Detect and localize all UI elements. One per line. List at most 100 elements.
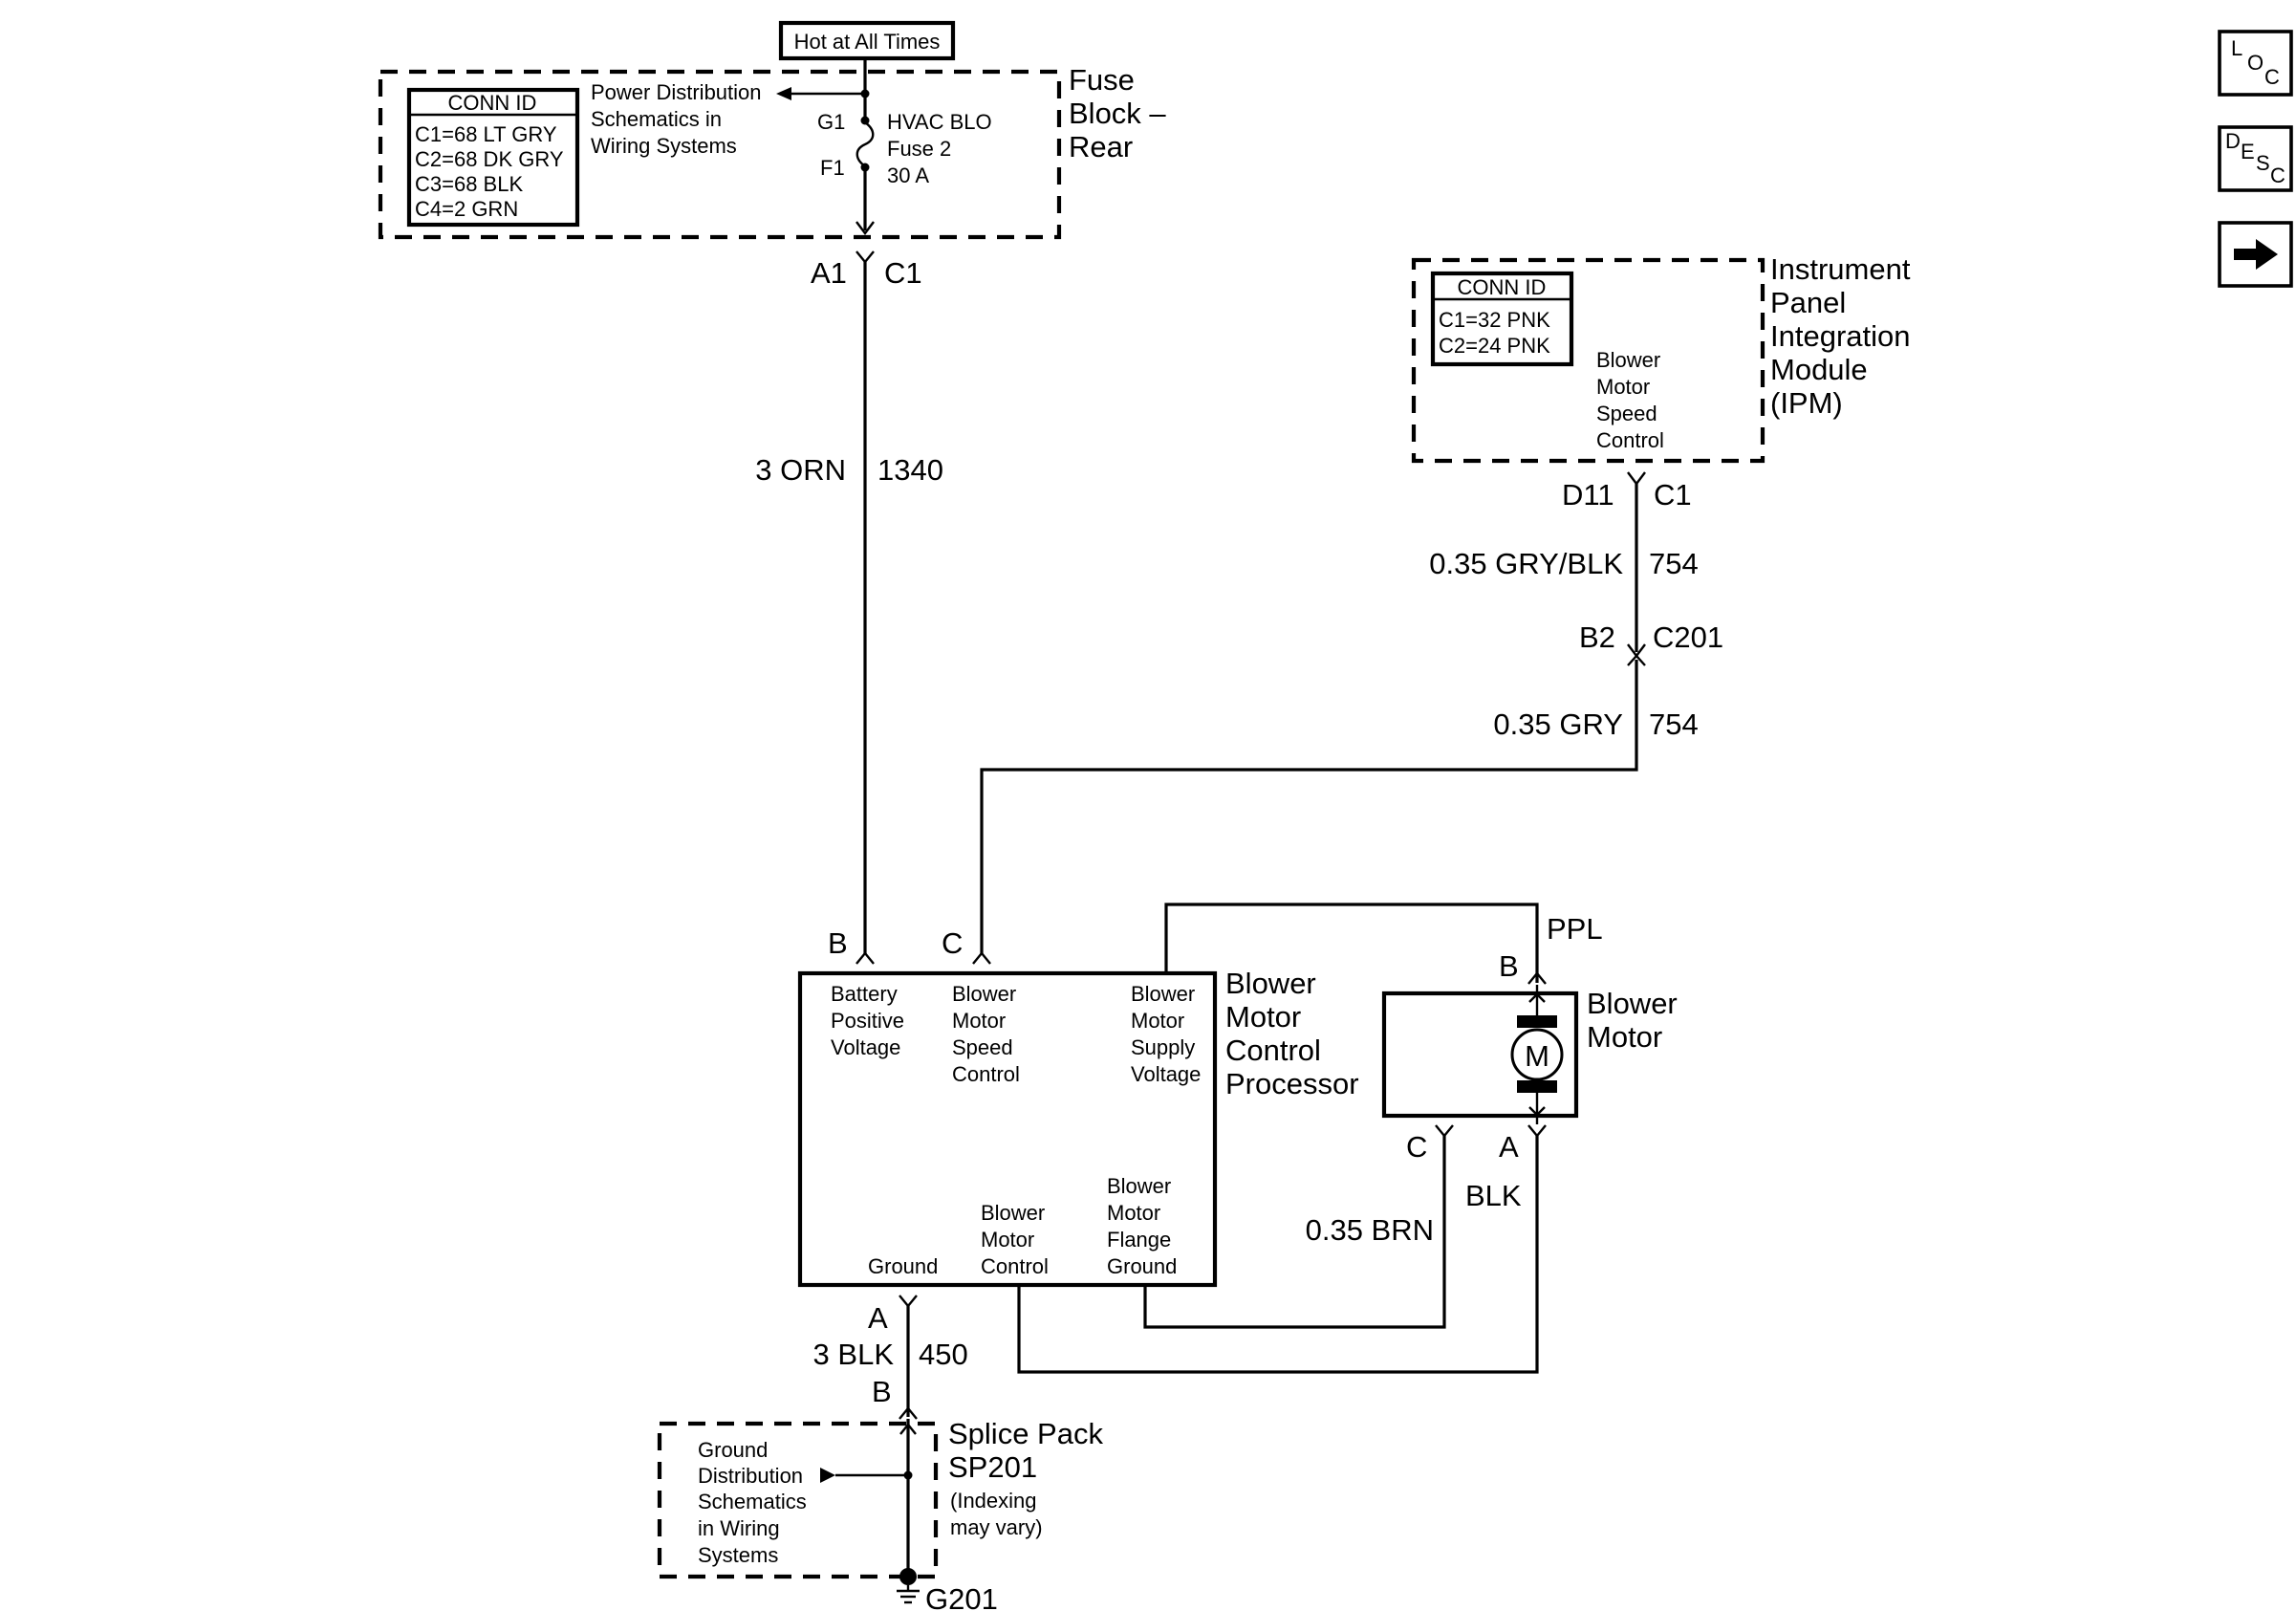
svg-text:C1=32 PNK: C1=32 PNK bbox=[1439, 308, 1550, 332]
svg-text:754: 754 bbox=[1649, 708, 1699, 741]
svg-text:Instrument: Instrument bbox=[1770, 252, 1911, 286]
desc-button[interactable]: D E S C bbox=[2218, 125, 2293, 192]
fuse-icon bbox=[856, 121, 875, 167]
svg-text:G201: G201 bbox=[925, 1582, 998, 1611]
svg-text:Voltage: Voltage bbox=[1131, 1062, 1201, 1086]
svg-text:Systems: Systems bbox=[698, 1543, 778, 1567]
ipm-title: Instrument Panel Integration Module (IPM… bbox=[1770, 252, 1911, 420]
svg-text:Battery: Battery bbox=[831, 982, 898, 1006]
wire-ppl: PPL bbox=[1164, 903, 1603, 983]
svg-text:Ground: Ground bbox=[868, 1254, 938, 1278]
svg-text:Control: Control bbox=[981, 1254, 1049, 1278]
wire-035-gry-blk-754: 0.35 GRY/BLK 754 bbox=[1429, 484, 1699, 652]
svg-text:C1: C1 bbox=[884, 256, 922, 290]
arrow-left-icon bbox=[776, 87, 791, 100]
svg-text:E: E bbox=[2241, 140, 2255, 163]
wire-3-blk-450: 3 BLK 450 B bbox=[813, 1306, 968, 1420]
svg-text:Processor: Processor bbox=[1225, 1067, 1359, 1100]
svg-text:3 ORN: 3 ORN bbox=[755, 453, 846, 487]
blower-motor-title: Blower Motor bbox=[1587, 987, 1678, 1054]
svg-text:A: A bbox=[1499, 1130, 1519, 1164]
svg-text:Blower: Blower bbox=[1587, 987, 1678, 1020]
fuse-block-outline bbox=[378, 69, 1062, 240]
svg-text:C1=68 LT GRY: C1=68 LT GRY bbox=[415, 122, 557, 146]
svg-text:C2=68 DK GRY: C2=68 DK GRY bbox=[415, 147, 564, 171]
svg-text:S: S bbox=[2256, 151, 2270, 175]
fuse-block-conn-id-table: CONN ID C1=68 LT GRY C2=68 DK GRY C3=68 … bbox=[406, 87, 580, 228]
svg-text:Blower: Blower bbox=[981, 1201, 1045, 1225]
inline-connector-c201: B2 C201 bbox=[1579, 620, 1723, 666]
svg-text:450: 450 bbox=[919, 1338, 968, 1371]
svg-text:G1: G1 bbox=[817, 110, 845, 134]
svg-text:Motor: Motor bbox=[1587, 1020, 1662, 1054]
svg-text:B: B bbox=[1499, 949, 1519, 983]
svg-text:Fuse: Fuse bbox=[1069, 63, 1135, 97]
svg-text:Supply: Supply bbox=[1131, 1035, 1195, 1059]
svg-text:Schematics in: Schematics in bbox=[591, 107, 722, 131]
wire-035-brn: 0.35 BRN bbox=[1143, 1136, 1446, 1329]
processor-pin-b: B bbox=[828, 926, 875, 965]
svg-text:Hot at All Times: Hot at All Times bbox=[794, 30, 941, 54]
loc-button[interactable]: L O C bbox=[2218, 30, 2293, 97]
svg-text:Motor: Motor bbox=[981, 1228, 1034, 1252]
svg-text:Blower: Blower bbox=[1225, 967, 1316, 1000]
svg-text:F1: F1 bbox=[820, 156, 845, 180]
svg-text:in Wiring: in Wiring bbox=[698, 1516, 780, 1540]
ipm-connector-d11-c1: D11 C1 bbox=[1562, 471, 1692, 512]
svg-text:CONN ID: CONN ID bbox=[1458, 275, 1547, 299]
fuse-block-title: Fuse Block – Rear bbox=[1069, 63, 1166, 163]
svg-text:O: O bbox=[2247, 51, 2264, 75]
svg-text:Motor: Motor bbox=[952, 1009, 1006, 1033]
svg-text:A1: A1 bbox=[811, 256, 847, 290]
svg-text:B2: B2 bbox=[1579, 620, 1615, 654]
svg-text:Wiring Systems: Wiring Systems bbox=[591, 134, 737, 158]
svg-text:Positive: Positive bbox=[831, 1009, 904, 1033]
processor-battery-label: Battery Positive Voltage bbox=[831, 982, 904, 1059]
svg-text:C: C bbox=[942, 926, 963, 960]
blower-motor-box bbox=[1381, 991, 1579, 1119]
svg-text:Motor: Motor bbox=[1131, 1009, 1184, 1033]
svg-text:Voltage: Voltage bbox=[831, 1035, 900, 1059]
svg-text:Schematics: Schematics bbox=[698, 1490, 807, 1513]
svg-text:0.35 BRN: 0.35 BRN bbox=[1306, 1213, 1434, 1247]
svg-text:Ground: Ground bbox=[698, 1438, 768, 1462]
processor-supply-voltage-label: Blower Motor Supply Voltage bbox=[1131, 982, 1201, 1086]
svg-text:1340: 1340 bbox=[877, 453, 943, 487]
blower-motor-pin-b: B bbox=[1499, 949, 1547, 985]
svg-text:D: D bbox=[2225, 129, 2241, 153]
svg-text:30 A: 30 A bbox=[887, 163, 929, 187]
svg-text:C3=68 BLK: C3=68 BLK bbox=[415, 172, 523, 196]
processor-title: Blower Motor Control Processor bbox=[1225, 967, 1359, 1100]
fuse-block-connector-a1-c1: A1 C1 bbox=[811, 250, 922, 290]
blower-motor-pin-a: A bbox=[1499, 1124, 1547, 1164]
svg-text:C4=2 GRN: C4=2 GRN bbox=[415, 197, 518, 221]
svg-text:754: 754 bbox=[1649, 547, 1699, 580]
blower-motor-pin-c: C bbox=[1406, 1124, 1454, 1164]
svg-text:Power Distribution: Power Distribution bbox=[591, 80, 762, 104]
svg-text:Control: Control bbox=[1596, 428, 1664, 452]
processor-speed-control-label: Blower Motor Speed Control bbox=[952, 982, 1020, 1086]
next-button[interactable] bbox=[2218, 221, 2293, 288]
svg-text:Flange: Flange bbox=[1107, 1228, 1171, 1252]
svg-text:Blower: Blower bbox=[1107, 1174, 1171, 1198]
svg-text:A: A bbox=[868, 1301, 888, 1335]
svg-text:M: M bbox=[1525, 1039, 1549, 1073]
svg-text:Rear: Rear bbox=[1069, 130, 1133, 163]
svg-text:0.35 GRY/BLK: 0.35 GRY/BLK bbox=[1429, 547, 1623, 580]
ground-distribution-reference: Ground Distribution Schematics in Wiring… bbox=[698, 1438, 913, 1567]
svg-text:Speed: Speed bbox=[1596, 402, 1657, 425]
svg-text:Control: Control bbox=[1225, 1034, 1321, 1067]
svg-text:C1: C1 bbox=[1654, 478, 1692, 512]
wire-blk: BLK bbox=[1017, 1136, 1539, 1374]
svg-text:Blower: Blower bbox=[952, 982, 1016, 1006]
svg-text:L: L bbox=[2231, 36, 2242, 60]
svg-text:Blower: Blower bbox=[1131, 982, 1195, 1006]
ground-g201: G201 bbox=[897, 1419, 998, 1611]
svg-text:B: B bbox=[828, 926, 848, 960]
svg-text:Control: Control bbox=[952, 1062, 1020, 1086]
svg-text:Module: Module bbox=[1770, 353, 1868, 386]
svg-text:Splice Pack: Splice Pack bbox=[948, 1417, 1103, 1450]
svg-text:3 BLK: 3 BLK bbox=[813, 1338, 895, 1371]
hvac-blo-fuse: G1 F1 HVAC BLO Fuse 2 30 A bbox=[817, 73, 992, 235]
